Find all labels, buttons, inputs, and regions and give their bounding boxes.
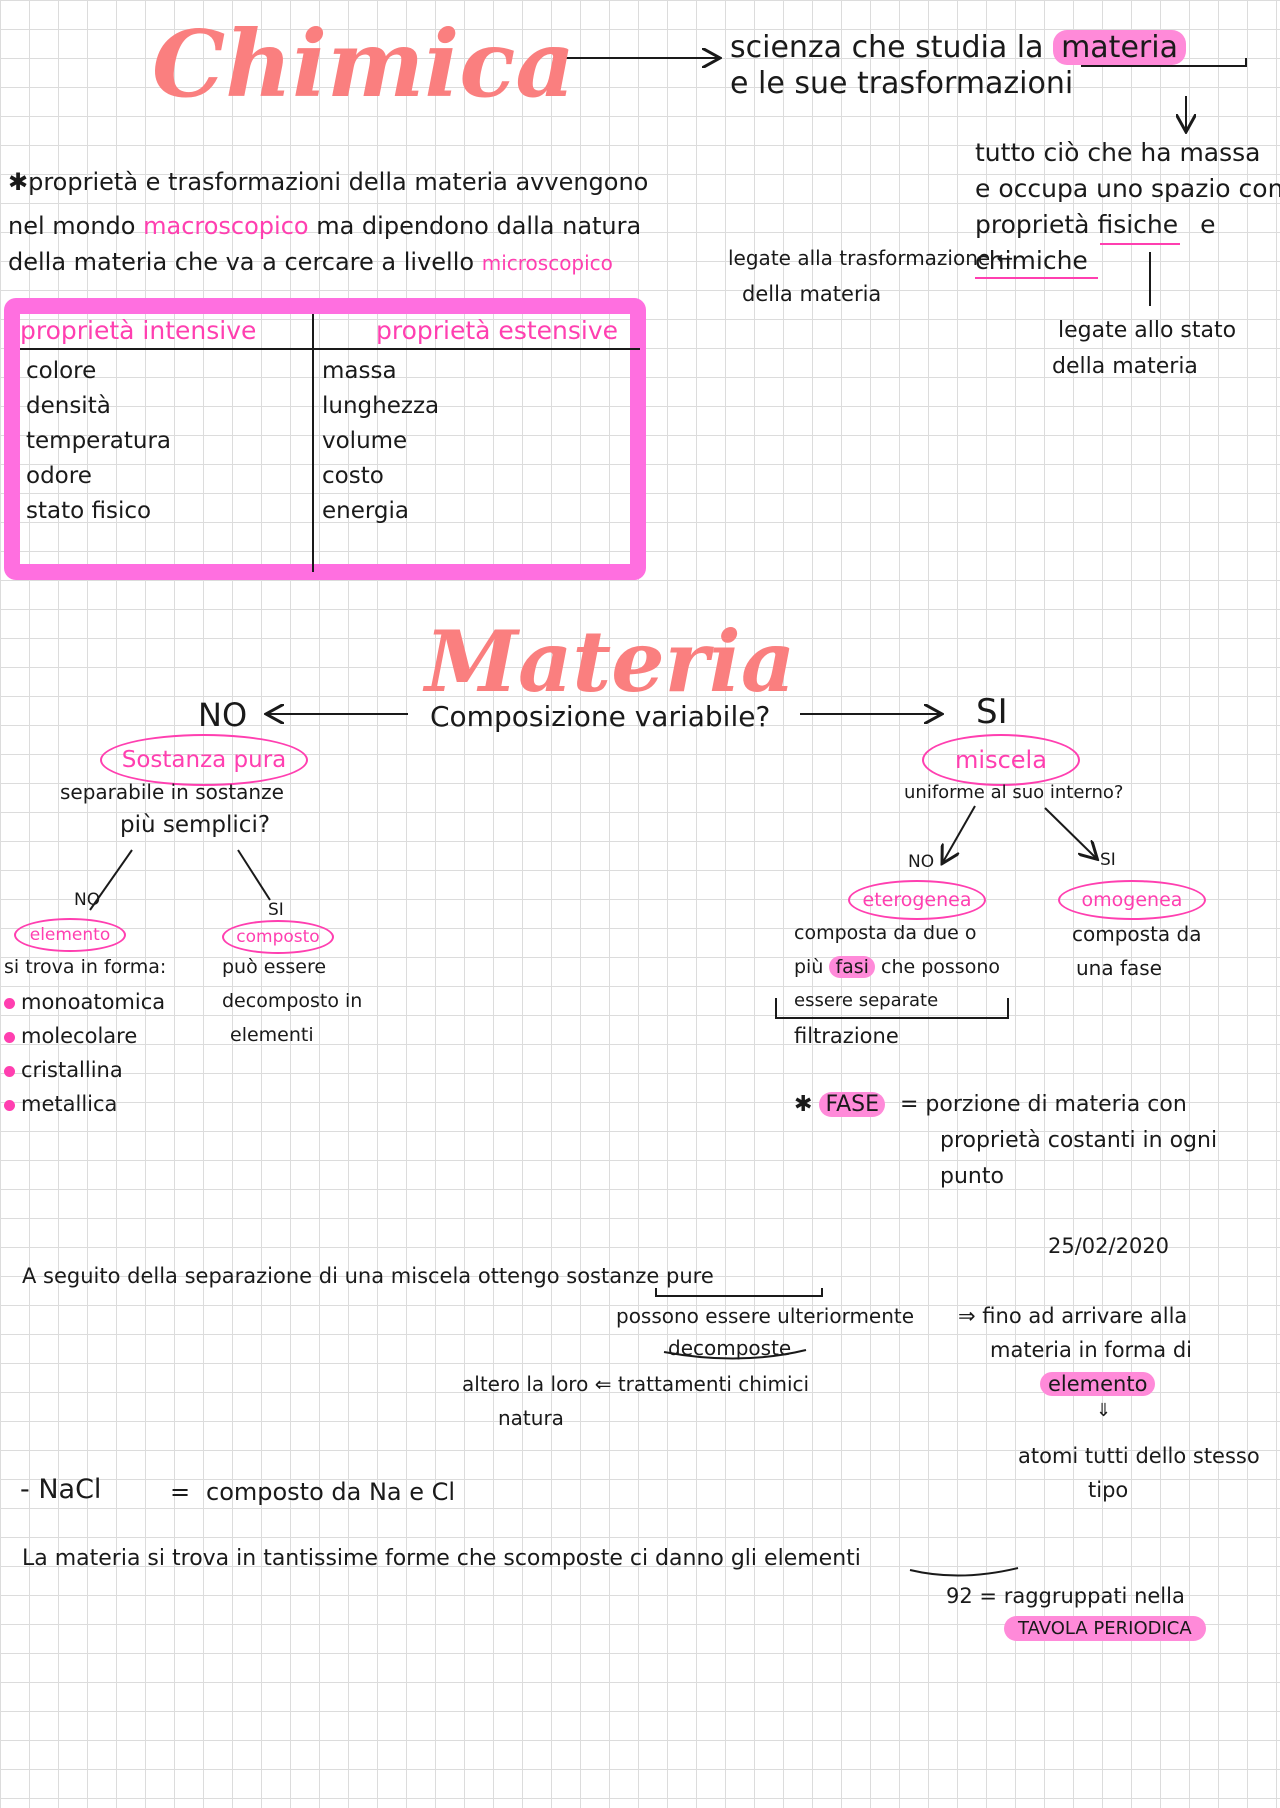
extensive-list: massa lunghezza volume costo energia [322, 354, 439, 529]
omogenea-2: una fase [1076, 956, 1162, 980]
underline-decomposte [663, 1349, 807, 1360]
properties-table: proprietà intensive proprietà estensive … [4, 298, 646, 580]
underline-sostanze-pure [655, 1288, 823, 1297]
intensive-list: colore densità temperatura odore stato f… [26, 354, 171, 529]
miscela-no: NO [908, 852, 935, 872]
composto-2: decomposto in [222, 990, 363, 1012]
label-si: SI [976, 692, 1008, 732]
oval-sostanza-pura: Sostanza pura [100, 734, 308, 786]
bracket-separate [775, 998, 1009, 1019]
final-line-1: La materia si trova in tantissime forme … [22, 1546, 861, 1571]
legate-trasformazione-2: della materia [742, 282, 882, 306]
line-pura-si [237, 849, 271, 901]
table-divider-horizontal [20, 348, 640, 350]
composto-3: elementi [230, 1024, 314, 1046]
legate-stato-1: legate allo stato [1058, 318, 1237, 343]
nacl-formula: - NaCl [20, 1474, 102, 1505]
separation-right-4: tipo [1088, 1478, 1129, 1502]
table-divider-vertical [312, 314, 314, 572]
pura-si: SI [268, 900, 284, 920]
oval-elemento: elemento [14, 918, 126, 952]
underline-elementi [909, 1567, 1019, 1577]
separation-right-hl: elemento [1040, 1372, 1156, 1397]
elemento-form: metallica [4, 1092, 117, 1117]
definition-line-1: scienza che studia la materia [730, 30, 1186, 66]
line-pura-no [89, 849, 133, 911]
list-item: volume [322, 428, 408, 454]
list-item: costo [322, 463, 384, 489]
separation-line-3: decomposte [668, 1336, 792, 1360]
materia-title: Materia [425, 612, 796, 711]
label-no: NO [198, 696, 248, 734]
pura-no: NO [74, 890, 101, 910]
oval-omogenea: omogenea [1058, 880, 1206, 920]
list-item: lunghezza [322, 393, 440, 419]
definition-line-2: e le sue trasformazioni [730, 66, 1074, 101]
elemento-form: molecolare [4, 1024, 137, 1049]
elemento-form: cristallina [4, 1058, 123, 1083]
matter-def-2: e occupa uno spazio con [975, 174, 1280, 203]
list-item: energia [322, 498, 410, 524]
nacl-eq: = [170, 1478, 191, 1506]
matter-def-4: chimiche [975, 246, 1088, 275]
highlight-materia: materia [1053, 30, 1186, 65]
fase-line-1: ✱ FASE = porzione di materia con [794, 1092, 1187, 1117]
nacl-text: composto da Na e Cl [206, 1478, 456, 1506]
note-line-3: della materia che va a cercare a livello… [8, 248, 613, 276]
separation-right-down: ⇓ [1096, 1400, 1112, 1421]
intensive-header: proprietà intensive [20, 316, 257, 345]
note-line-2: nel mondo macroscopico ma dipendono dall… [8, 212, 642, 240]
list-item: colore [26, 358, 97, 384]
question-composition: Composizione variabile? [430, 700, 771, 733]
separation-right-1: ⇒ fino ad arrivare alla [958, 1304, 1188, 1328]
pura-question-2: più semplici? [120, 812, 271, 838]
separation-line-5: natura [498, 1406, 564, 1430]
pura-question-1: separabile in sostanze [60, 780, 284, 804]
elemento-intro: si trova in forma: [4, 956, 167, 978]
extensive-header: proprietà estensive [376, 316, 619, 345]
separation-right-2: materia in forma di [990, 1338, 1192, 1362]
separation-line-2: possono essere ulteriormente [616, 1304, 915, 1328]
legate-stato-2: della materia [1052, 354, 1198, 379]
tavola-periodica: TAVOLA PERIODICA [1004, 1616, 1206, 1641]
eterogenea-1: composta da due o [794, 922, 977, 944]
list-item: stato fisico [26, 498, 152, 524]
star-icon: ✱ [794, 1092, 813, 1117]
fase-line-3: punto [940, 1164, 1004, 1189]
separation-right-3: atomi tutti dello stesso [1018, 1444, 1260, 1468]
date: 25/02/2020 [1048, 1234, 1170, 1258]
note-line-1: ✱proprietà e trasformazioni della materi… [8, 168, 649, 196]
matter-def-3: proprietà fisiche e [975, 210, 1216, 239]
matter-def-1: tutto ciò che ha massa [975, 138, 1261, 167]
eterogenea-4: filtrazione [794, 1024, 899, 1048]
list-item: massa [322, 358, 397, 384]
omogenea-1: composta da [1072, 922, 1202, 946]
separation-line-1: A seguito della separazione di una misce… [22, 1264, 714, 1288]
fase-line-2: proprietà costanti in ogni [940, 1128, 1218, 1153]
oval-eterogenea: eterogenea [848, 880, 986, 920]
miscela-si: SI [1100, 850, 1116, 870]
legate-trasformazione-1: legate alla trasformazione ← [728, 246, 1014, 270]
page-title: Chimica [152, 10, 575, 118]
separation-line-4: altero la loro ⇐ trattamenti chimici [462, 1372, 810, 1396]
eterogenea-2: più fasi che possono [794, 956, 1000, 978]
list-item: temperatura [26, 428, 172, 454]
arrow-miscela-si [1044, 807, 1096, 858]
eterogenea-3: essere separate [794, 990, 939, 1011]
miscela-question: uniforme al suo interno? [904, 782, 1124, 803]
final-line-2: 92 = raggruppati nella [946, 1584, 1185, 1608]
oval-miscela: miscela [922, 734, 1080, 786]
list-item: densità [26, 393, 111, 419]
star-icon: ✱ [8, 168, 29, 196]
oval-composto: composto [222, 920, 334, 954]
elemento-form: monoatomica [4, 990, 165, 1015]
arrow-miscela-no [943, 805, 976, 862]
composto-1: può essere [222, 956, 327, 978]
list-item: odore [26, 463, 92, 489]
